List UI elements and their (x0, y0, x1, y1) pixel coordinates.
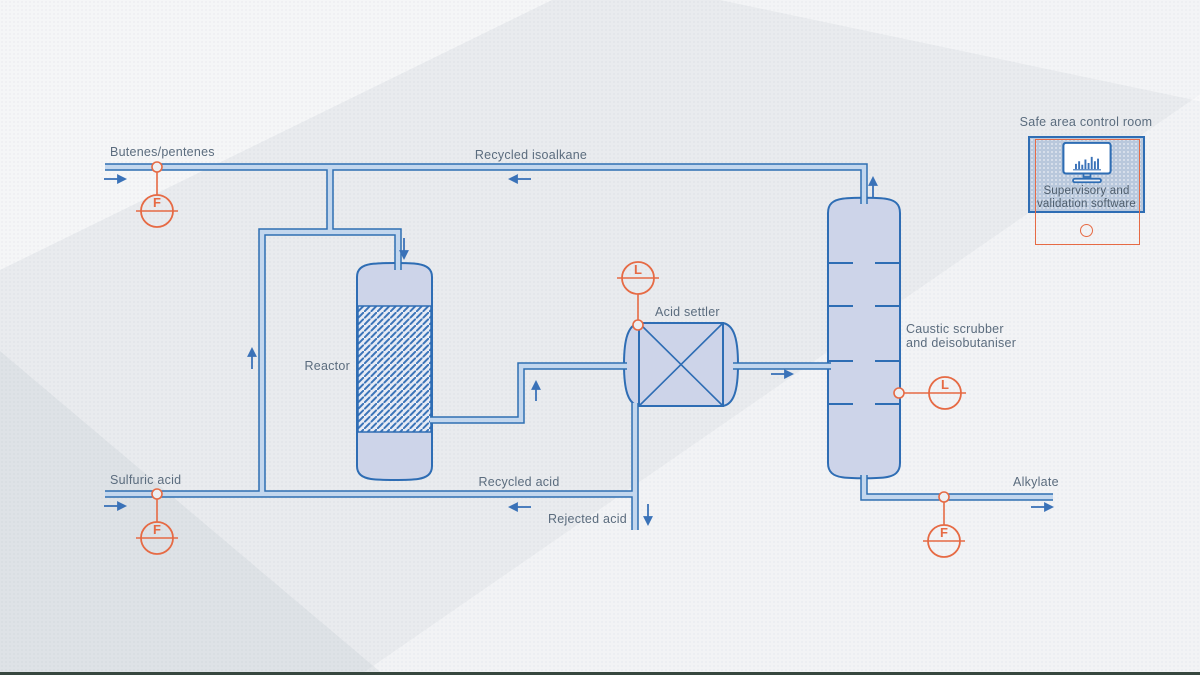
control-room-connection-node (1080, 224, 1093, 237)
flow-arrows (104, 174, 1055, 527)
software-label-line1: Supervisory and (1043, 185, 1130, 197)
scrubber-column-vessel (827, 196, 901, 480)
monitor-chart-bars (1074, 156, 1099, 170)
arrow-reactor-feed-down (399, 238, 409, 261)
label-recycled-isoalkane: Recycled isoalkane (474, 148, 588, 162)
control-room-title: Safe area control room (1019, 115, 1153, 129)
label-scrubber: Caustic scrubber and deisobutaniser (906, 322, 1017, 350)
arrow-isoalkane-left (507, 174, 531, 184)
flow-letter-butenes: F (153, 195, 161, 210)
label-alkylate: Alkylate (1013, 475, 1059, 489)
arrow-butenes-right (104, 174, 128, 184)
flow-indicator-butenes (136, 161, 178, 228)
control-room-box: Supervisory and validation software (1028, 136, 1145, 213)
arrow-recycled-acid-left (507, 502, 531, 512)
arrow-alkylate-right (1031, 502, 1055, 512)
flow-letter-alkylate: F (940, 525, 948, 540)
level-letter-settler: L (634, 262, 642, 277)
software-label: Supervisory and validation software (1037, 185, 1136, 211)
label-butenes: Butenes/pentenes (110, 145, 215, 159)
level-indicator-scrubber (893, 376, 966, 410)
label-acid-settler: Acid settler (655, 305, 720, 319)
acid-settler-vessel (622, 322, 740, 407)
bottom-edge-strip (0, 672, 1200, 675)
software-label-line2: validation software (1036, 198, 1137, 210)
level-letter-scrubber: L (941, 377, 949, 392)
label-reactor: Reactor (304, 359, 350, 373)
label-scrubber-line2: and deisobutaniser (906, 335, 1017, 350)
flow-indicator-alkylate (923, 491, 965, 558)
reactor-vessel (356, 262, 433, 481)
arrow-reactor-out-up (531, 379, 541, 401)
reactor-catalyst-bed (357, 305, 432, 433)
arrow-acid-loop-up (247, 346, 257, 369)
arrow-rejected-acid-down (643, 504, 653, 527)
label-scrubber-line1: Caustic scrubber (906, 322, 1004, 336)
column-trays (828, 262, 900, 405)
arrow-column-top-up (868, 175, 878, 197)
monitor-icon (1061, 142, 1112, 184)
instruments (136, 161, 966, 558)
control-room-signal-boundary (1035, 139, 1140, 245)
flow-letter-sulfuric: F (153, 522, 161, 537)
label-recycled-acid: Recycled acid (478, 475, 560, 489)
arrow-settler-out-right (771, 369, 795, 379)
label-rejected-acid: Rejected acid (548, 512, 627, 526)
level-indicator-settler (617, 261, 659, 331)
flow-indicator-sulfuric (136, 488, 178, 555)
settler-cross-bracing (638, 322, 724, 407)
pipe-network-fill (105, 164, 1053, 530)
label-sulfuric-acid: Sulfuric acid (110, 473, 182, 487)
arrow-sulfuric-right (104, 501, 128, 511)
